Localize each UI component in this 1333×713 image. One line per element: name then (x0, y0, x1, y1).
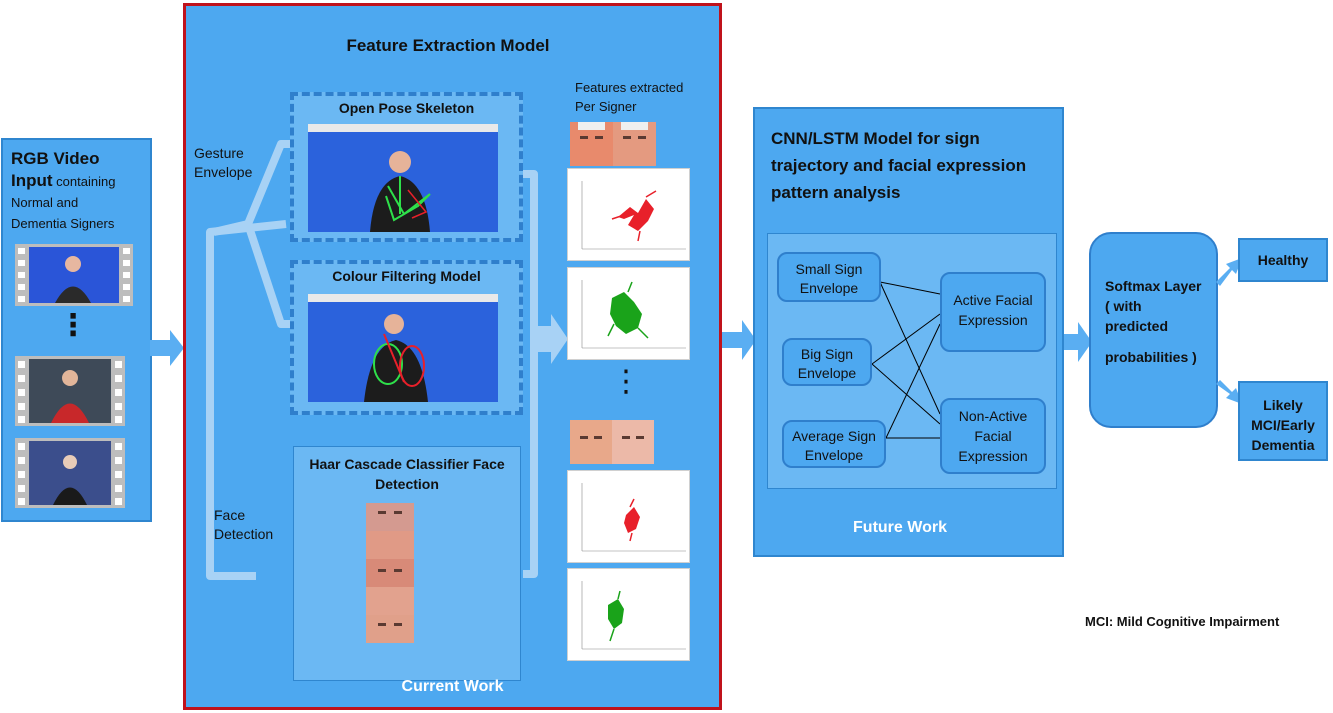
face-detection-label: Face Detection (214, 506, 294, 544)
face-crops-image (366, 503, 414, 643)
film-strip-icon (15, 244, 133, 306)
output-arrows (1216, 258, 1242, 404)
future-work-label: Future Work (853, 519, 947, 536)
trajectory-plot-image (581, 181, 686, 250)
red-trajectory-plot-1 (567, 168, 690, 261)
colour-filter-title: Colour Filtering Model (332, 268, 481, 284)
small-sign-node: Small Sign Envelope (777, 252, 881, 302)
openpose-frame (308, 124, 498, 232)
cnn-title: CNN/LSTM Model for sign trajectory and f… (771, 129, 1027, 202)
green-trajectory-plot-2 (567, 568, 690, 661)
features-label: Features extracted Per Signer (575, 78, 715, 116)
colour-filter-video-image (308, 294, 498, 402)
softmax-text-2: probabilities ) (1105, 349, 1197, 365)
mci-output: Likely MCI/Early Dementia (1238, 381, 1328, 461)
skeleton-video-image (308, 124, 498, 232)
network-connections (871, 281, 941, 439)
arrow-cnn-to-softmax (1064, 322, 1092, 362)
softmax-layer: Softmax Layer ( with predicted probabili… (1089, 232, 1218, 428)
feature-title: Feature Extraction Model (346, 36, 550, 55)
face-pair-2 (570, 420, 654, 464)
face-detection-label-text: Face Detection (214, 507, 274, 542)
haar-cascade-box: Haar Cascade Classifier Face Detection (293, 446, 521, 681)
cnn-lstm-panel: CNN/LSTM Model for sign trajectory and f… (753, 107, 1064, 557)
red-trajectory-plot-2 (567, 470, 690, 563)
trajectory-plot-image (581, 483, 686, 552)
film-strip-icon (15, 438, 125, 508)
gesture-label-text: Gesture Envelope (194, 145, 253, 180)
face-crops-stack (366, 503, 414, 643)
face-crops-image (570, 420, 654, 464)
film-strip-icon (15, 356, 125, 426)
trajectory-plot-image (581, 581, 686, 650)
input-desc-c: Dementia Signers (11, 216, 115, 231)
big-sign-node: Big Sign Envelope (782, 338, 872, 386)
green-trajectory-plot-1 (567, 267, 690, 360)
features-label-text: Features extracted Per Signer (575, 80, 684, 114)
softmax-text-1: Softmax Layer ( with predicted (1105, 278, 1202, 334)
active-facial-node: Active Facial Expression (940, 272, 1046, 352)
input-desc-b: Normal and (11, 195, 79, 210)
colour-filter-box: Colour Filtering Model (290, 260, 523, 415)
healthy-output: Healthy (1238, 238, 1328, 282)
gesture-label: Gesture Envelope (194, 144, 274, 182)
average-sign-node: Average Sign Envelope (782, 420, 886, 468)
arrow-input-to-feature (150, 330, 184, 366)
input-ellipsis: ⋮ (58, 309, 88, 342)
cnn-network-box: Small Sign Envelope Big Sign Envelope Av… (767, 233, 1057, 489)
openpose-title: Open Pose Skeleton (338, 100, 475, 116)
arrow-feature-to-cnn (722, 320, 756, 360)
features-ellipsis: ⋮ (611, 365, 641, 398)
input-title: RGB Video Input containing Normal and De… (11, 148, 151, 234)
input-title-b: Input (11, 171, 53, 190)
trajectory-plot-image (581, 280, 686, 349)
mci-note: MCI: Mild Cognitive Impairment (1085, 614, 1280, 629)
face-pair-1 (570, 122, 656, 166)
face-crops-image (570, 122, 656, 166)
video-thumbnail-3 (15, 438, 125, 508)
video-thumbnail-2 (15, 356, 125, 426)
video-thumbnail-1 (15, 244, 133, 306)
haar-title: Haar Cascade Classifier Face Detection (309, 456, 505, 492)
input-panel: RGB Video Input containing Normal and De… (1, 138, 152, 522)
input-desc-a: containing (52, 174, 116, 189)
nonactive-facial-node: Non-Active Facial Expression (940, 398, 1046, 474)
openpose-box: Open Pose Skeleton (290, 92, 523, 242)
colour-filter-frame (308, 294, 498, 402)
input-title-a: RGB Video (11, 149, 100, 168)
current-work-label: Current Work (401, 678, 504, 695)
feature-extraction-panel: Feature Extraction Model Gesture Envelop… (183, 3, 722, 710)
